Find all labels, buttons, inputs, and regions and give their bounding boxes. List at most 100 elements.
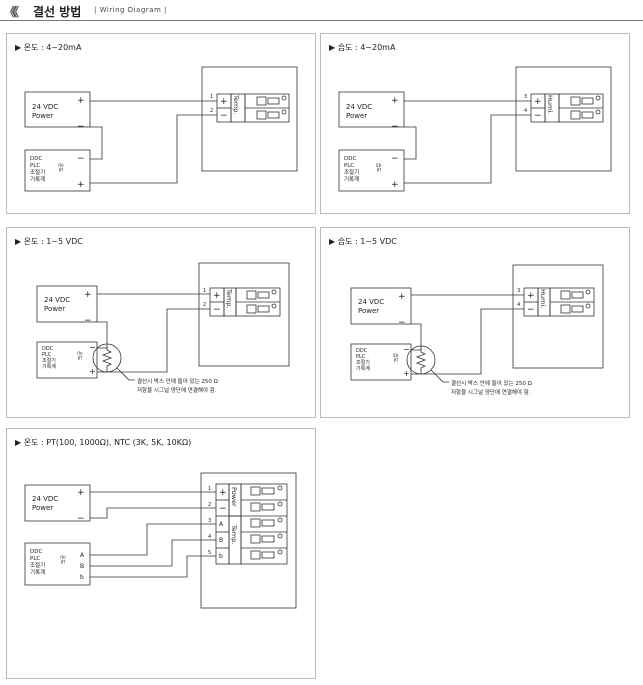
terminal-4: 4: [517, 302, 520, 308]
ctrl-ddc: DDC: [42, 346, 54, 352]
term-plus: +: [527, 291, 535, 301]
wiring-diagram: 24 VDC Power + − DDC PLC 조절기 기록계 온도 − + …: [36, 262, 290, 394]
wiring-diagram: 24 VDC Power + − DDC PLC 조절기 기록계 습도 − + …: [350, 264, 604, 396]
ctrl-minus: −: [403, 345, 410, 354]
power-label-top: 24 VDC: [32, 103, 58, 111]
power-minus: −: [391, 122, 399, 132]
panel-temp-1-5vdc: ▶ 온도 : 1~5 VDC 24 VDC Power + − DDC P: [6, 227, 316, 418]
ctrl-ddc: DDC: [30, 156, 42, 162]
power-label-top: 24 VDC: [346, 103, 372, 111]
panel-humi-4-20ma: ▶ 습도 : 4~20mA 24 VDC Power + − DDC PLC 조…: [320, 33, 630, 214]
power-plus: +: [77, 488, 85, 498]
power-supply-box: [24, 91, 91, 128]
term-plus: +: [219, 488, 227, 498]
terminal-5: 5: [208, 550, 211, 556]
page-title: 결선 방법: [33, 5, 82, 19]
ctrl-recorder: 기록계: [30, 175, 45, 183]
term-minus: −: [527, 305, 535, 315]
power-label-bottom: Power: [346, 112, 367, 120]
panel-title: ▶ 습도 : 4~20mA: [329, 43, 396, 52]
resistor-note-line2: 저항을 시그널 양단에 연결해야 함.: [137, 386, 217, 394]
terminal-3: 3: [517, 288, 520, 294]
terminal-1: 1: [203, 288, 206, 294]
humi-label: Humi.: [539, 289, 547, 308]
ctrl-ddc: DDC: [30, 549, 42, 555]
ctrl-plc: PLC: [356, 354, 366, 360]
ctrl-A: A: [80, 552, 85, 559]
chevron-left-icon: 《《: [4, 5, 19, 19]
temp-label: Temp.: [225, 288, 233, 308]
ctrl-recorder: 기록계: [356, 365, 370, 372]
terminal-1: 1: [208, 486, 211, 492]
terminal-3: 3: [208, 518, 211, 524]
ctrl-ddc: DDC: [344, 156, 356, 162]
power-label-bottom: Power: [32, 504, 53, 512]
term-minus: −: [219, 504, 227, 514]
power-label-bottom: Power: [358, 307, 379, 315]
wiring-diagram: 24 VDC Power + − DDC PLC 조절기 기록계 온도 A B …: [24, 472, 297, 609]
power-minus: −: [77, 122, 85, 132]
ctrl-regulator: 조절기: [30, 561, 45, 569]
power-label-top: 24 VDC: [44, 296, 70, 304]
ctrl-recorder: 기록계: [344, 175, 359, 183]
power-plus: +: [77, 96, 85, 106]
ctrl-B: B: [80, 563, 84, 570]
ctrl-plc: PLC: [30, 163, 40, 169]
page-header: 《《 결선 방법 | Wiring Diagram |: [0, 0, 643, 22]
wiring-diagram: 24 VDC Power + − DDC PLC 조절기 기록계 습도 − + …: [338, 66, 612, 192]
power-vertical-label: Power: [230, 487, 238, 507]
term-b: b: [219, 553, 223, 560]
term-minus: −: [220, 111, 228, 121]
ctrl-channel: 온도: [76, 351, 82, 361]
ctrl-b: b: [80, 574, 84, 581]
humi-label: Humi.: [546, 95, 554, 114]
power-minus: −: [77, 514, 85, 524]
term-B: B: [219, 537, 223, 544]
ctrl-plus: +: [403, 369, 410, 378]
ctrl-minus: −: [77, 154, 85, 164]
ctrl-plc: PLC: [344, 163, 354, 169]
ctrl-minus: −: [89, 343, 96, 352]
ctrl-plc: PLC: [42, 352, 52, 358]
ctrl-minus: −: [391, 154, 399, 164]
ctrl-plus: +: [89, 367, 96, 376]
panel-temp-4-20ma: ▶ 온도 : 4~20mA 24 VDC Power + − DDC PLC 조…: [6, 33, 316, 214]
resistor-note-line2: 저항을 시그널 양단에 연결해야 함.: [451, 388, 531, 396]
ctrl-recorder: 기록계: [30, 568, 45, 576]
term-A: A: [219, 521, 224, 528]
panel-title: ▶ 온도 : 4~20mA: [15, 43, 82, 52]
ctrl-recorder: 기록계: [42, 363, 56, 370]
terminal-2: 2: [208, 502, 211, 508]
ctrl-regulator: 조절기: [30, 168, 45, 176]
power-label-top: 24 VDC: [358, 298, 384, 306]
power-plus: +: [84, 290, 92, 300]
page-subtitle: | Wiring Diagram |: [94, 6, 167, 14]
panel-title: ▶ 온도 : 1~5 VDC: [15, 237, 83, 246]
power-plus: +: [391, 96, 399, 106]
terminal-2: 2: [203, 302, 206, 308]
power-label-top: 24 VDC: [32, 495, 58, 503]
term-minus: −: [534, 111, 542, 121]
power-label-bottom: Power: [32, 112, 53, 120]
ctrl-channel: 습도: [392, 353, 399, 363]
ctrl-plus: +: [77, 180, 85, 190]
ctrl-channel: 습도: [375, 163, 382, 173]
resistor-note-line1: 결선시 박스 안에 들어 있는 250 Ω: [451, 379, 532, 387]
panel-temp-pt-ntc: ▶ 온도 : PT(100, 1000Ω), NTC (3K, 5K, 10KΩ…: [6, 428, 316, 679]
ctrl-channel: 온도: [57, 163, 63, 173]
ctrl-regulator: 조절기: [42, 357, 56, 364]
terminal-3: 3: [524, 94, 527, 100]
ctrl-plus: +: [391, 180, 399, 190]
term-plus: +: [220, 97, 228, 107]
terminal-2: 2: [210, 108, 213, 114]
ctrl-channel: 온도: [59, 555, 65, 565]
transmitter-box: [201, 66, 298, 172]
term-plus: +: [213, 291, 221, 301]
panel-humi-1-5vdc: ▶ 습도 : 1~5 VDC 24 VDC Power + − DDC P: [320, 227, 630, 418]
ctrl-plc: PLC: [30, 556, 40, 562]
power-minus: −: [398, 318, 406, 328]
power-plus: +: [398, 292, 406, 302]
term-minus: −: [213, 305, 221, 315]
ctrl-ddc: DDC: [356, 348, 368, 354]
resistor-note-line1: 결선시 박스 안에 들어 있는 250 Ω: [137, 377, 218, 385]
